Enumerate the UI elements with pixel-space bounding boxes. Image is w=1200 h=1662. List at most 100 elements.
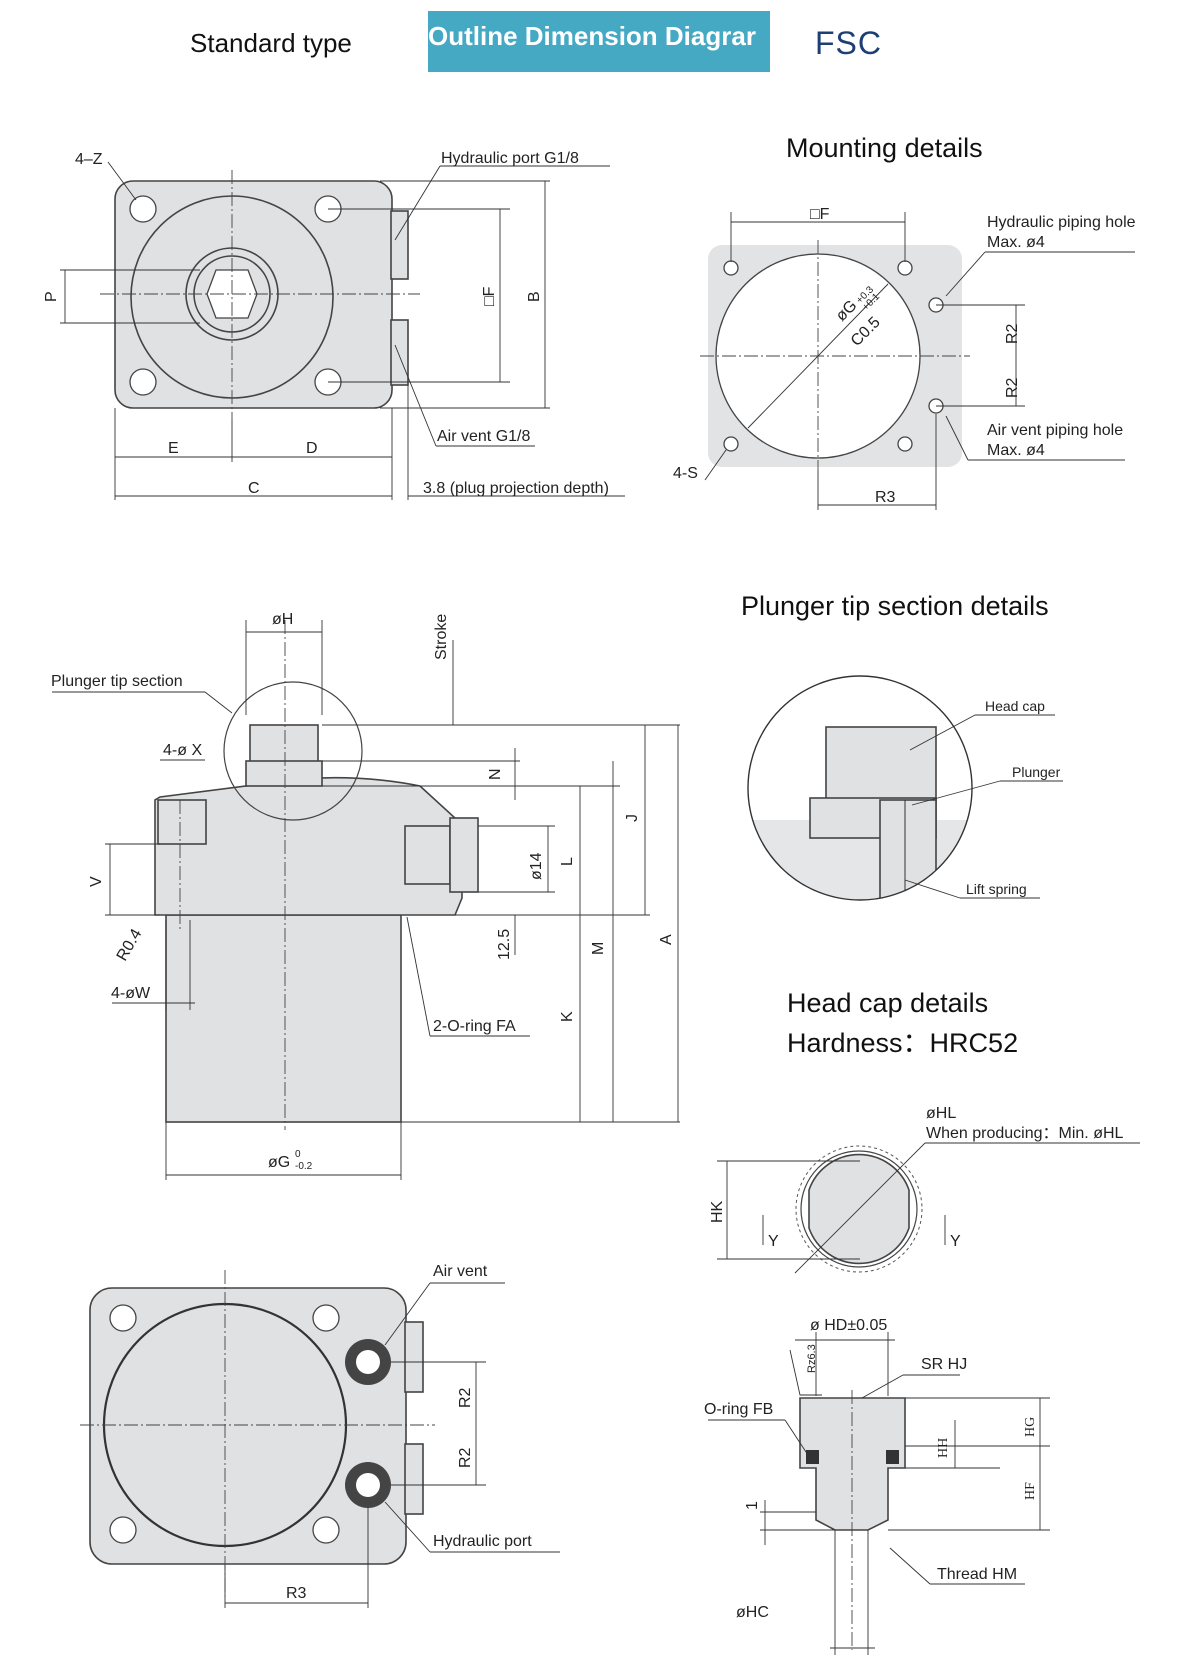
head-cap-top-view: øHL When producing：Min. øHL HK Y Y	[709, 1105, 1140, 1274]
port-fitting	[404, 825, 451, 885]
head-cap-when-producing: When producing：Min. øHL	[926, 1125, 1124, 1142]
mount-hole-icon	[897, 260, 913, 276]
dim-d: D	[306, 440, 318, 457]
head-cap-hk: HK	[709, 1200, 726, 1223]
head-cap-hh: HH	[936, 1438, 951, 1458]
bottom-r2-b: R2	[457, 1447, 474, 1468]
air-vent-plug-bottom	[404, 1321, 424, 1393]
plunger-tip-details: Head cap Plunger Lift spring	[747, 675, 1063, 901]
mount-hole-icon	[312, 1304, 340, 1332]
dim-e: E	[168, 440, 179, 457]
head-cap-hg: HG	[1023, 1417, 1038, 1437]
bottom-hydraulic-port-label: Hydraulic port	[433, 1533, 532, 1550]
header-bar: Standard type Outline Dimension Diagrar …	[0, 0, 1200, 80]
side-tol-g-upper: 0	[295, 1149, 301, 1160]
side-dia-h: øH	[272, 611, 293, 628]
dim-b: B	[526, 291, 543, 302]
side-tol-g-lower: -0.2	[295, 1161, 313, 1172]
mount-r2-a: R2	[1004, 323, 1021, 344]
mounting-details: □F øG +0.3 +0.1 C0.5 Hydraulic piping ho…	[673, 206, 1136, 510]
head-cap-roughness: Rz6.3	[806, 1344, 818, 1373]
oring-fb-right	[886, 1450, 899, 1464]
label-hydraulic-port: Hydraulic port G1/8	[441, 150, 579, 167]
counterbore	[157, 799, 207, 845]
air-vent-piping-hole-max: Max. ø4	[987, 442, 1045, 459]
plunger-label: Plunger	[1012, 764, 1061, 780]
plunger-tip-details-title: Plunger tip section details	[741, 591, 1049, 621]
label-air-vent: Air vent G1/8	[437, 428, 530, 445]
side-dia-g: øG	[268, 1154, 290, 1171]
mount-r2-b: R2	[1004, 377, 1021, 398]
bottom-air-vent-label: Air vent	[433, 1263, 488, 1280]
plug-projection-depth: 3.8 (plug projection depth)	[423, 480, 609, 497]
head-cap-one: 1	[744, 1501, 761, 1510]
hydraulic-plug-bottom	[404, 1443, 424, 1515]
head-cap-label: Head cap	[985, 698, 1045, 714]
mount-r3: R3	[875, 489, 896, 506]
side-4x: 4-ø X	[163, 742, 202, 759]
mount-hole-icon	[109, 1304, 137, 1332]
head-cap-details-title: Head cap details	[787, 988, 989, 1018]
hydraulic-piping-hole-label: Hydraulic piping hole	[987, 214, 1136, 231]
cylinder-body	[165, 914, 402, 1123]
side-oring-fa: 2-O-ring FA	[433, 1018, 516, 1035]
model-name: FSC	[815, 25, 882, 61]
mount-hole-icon	[109, 1516, 137, 1544]
side-dim-m: M	[590, 942, 607, 955]
top-view: 4–Z Hydraulic port G1/8 Air vent G1/8 P …	[43, 150, 625, 500]
hydraulic-port-plug	[390, 210, 409, 280]
head-cap-sr-hj: SR HJ	[921, 1356, 967, 1373]
mounting-details-title: Mounting details	[786, 133, 983, 163]
dim-f: □F	[481, 286, 498, 306]
air-vent-plug	[390, 319, 409, 386]
oring-fb-left	[806, 1450, 819, 1464]
side-dim-a: A	[658, 934, 675, 945]
head-cap-hf: HF	[1023, 1482, 1038, 1500]
standard-type-label: Standard type	[190, 28, 352, 58]
mount-hole-icon	[129, 368, 157, 396]
side-dim-n: N	[487, 768, 504, 780]
side-stroke: Stroke	[433, 614, 450, 660]
side-dim-125: 12.5	[496, 929, 513, 960]
side-r04: R0.4	[114, 926, 146, 964]
side-dim-j: J	[624, 814, 641, 822]
mount-hole-icon	[129, 195, 157, 223]
head-cap-y-left: Y	[768, 1233, 779, 1250]
mount-hole-icon	[723, 436, 739, 452]
head-cap-thread-hm: Thread HM	[937, 1566, 1017, 1583]
plunger-tip-section-circle	[223, 681, 363, 821]
dim-c: C	[248, 480, 260, 497]
head-cap-dia-hl: øHL	[926, 1105, 956, 1122]
side-4w: 4-øW	[111, 985, 151, 1002]
plunger-hex	[245, 760, 323, 787]
plunger-tip	[249, 724, 319, 763]
plunger-shape	[879, 799, 937, 900]
mount-4s: 4-S	[673, 465, 698, 482]
air-vent-piping-hole-label: Air vent piping hole	[987, 422, 1123, 439]
label-4z: 4–Z	[75, 151, 103, 168]
hardness-label: Hardness：HRC52	[787, 1028, 1019, 1058]
side-dim-v: V	[88, 876, 105, 887]
hydraulic-piping-hole-max: Max. ø4	[987, 234, 1045, 251]
bottom-r3: R3	[286, 1585, 307, 1602]
lift-spring-label: Lift spring	[966, 881, 1027, 897]
plunger-tip-section-label: Plunger tip section	[51, 673, 183, 690]
mount-dim-f: □F	[810, 206, 830, 223]
side-view: øH Stroke Plunger tip section 4-ø X V R0…	[51, 611, 680, 1180]
plunger-tip-detail-circle	[747, 675, 973, 901]
dim-p: P	[43, 291, 60, 302]
mount-hole-icon	[897, 436, 913, 452]
side-dim-l: L	[559, 857, 576, 866]
head-cap-dia-hd: ø HD±0.05	[810, 1317, 887, 1334]
head-cap-y-right: Y	[950, 1233, 961, 1250]
head-cap-shape	[825, 726, 937, 803]
mount-hole-icon	[723, 260, 739, 276]
outline-diagram-banner: Outline Dimension Diagrar	[428, 11, 770, 72]
head-cap-section: ø HD±0.05 Rz6.3 SR HJ O-ring FB HH HG HF…	[704, 1317, 1050, 1655]
mount-hole-icon	[312, 1516, 340, 1544]
bottom-view: Air vent Hydraulic port R2 R2 R3	[80, 1263, 560, 1608]
side-dia-14: ø14	[528, 852, 545, 880]
side-dim-k: K	[559, 1011, 576, 1022]
bottom-r2-a: R2	[457, 1387, 474, 1408]
